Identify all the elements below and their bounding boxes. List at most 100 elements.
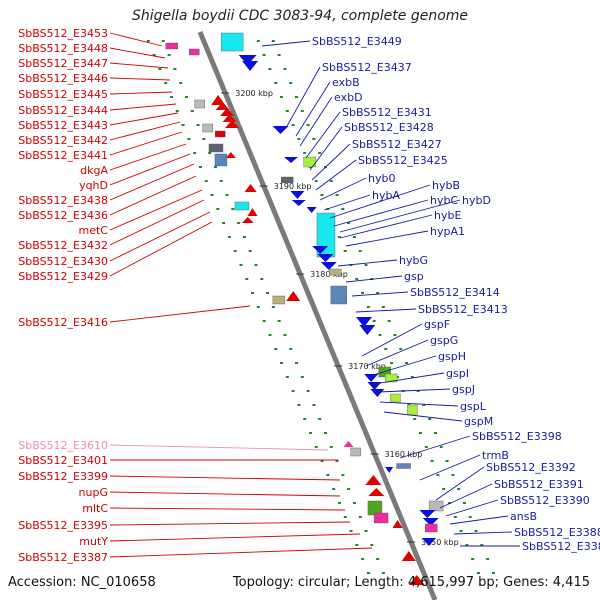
track-tick-3 (341, 208, 345, 210)
leader-line (355, 308, 417, 313)
gene-feature-plus (422, 518, 439, 526)
gene-label-SbBS512_E3449: SbBS512_E3449 (312, 35, 402, 48)
gene-label-SbBS512_E3445: SbBS512_E3445 (18, 88, 108, 101)
track-tick-0 (326, 474, 330, 476)
gene-feature-plus (329, 268, 342, 276)
track-tick-3 (462, 502, 466, 504)
gene-feature-minus (286, 291, 301, 301)
track-tick-2 (320, 194, 324, 196)
gene-feature-plus (359, 325, 376, 335)
gene-label-SbBS512_E3453: SbBS512_E3453 (18, 27, 108, 40)
track-tick-2 (361, 292, 365, 294)
gene-label-hybC: hybC (430, 194, 458, 207)
track-tick-2 (465, 544, 469, 546)
leader-line (419, 454, 481, 481)
gene-feature-minus (408, 575, 425, 585)
gene-label-SbBS512_E3414: SbBS512_E3414 (410, 286, 500, 299)
gene-feature-plus (407, 404, 418, 416)
track-tick-0 (198, 166, 202, 168)
gene-feature-minus (194, 99, 205, 109)
track-tick-3 (399, 348, 403, 350)
gene-label-gspF: gspF (424, 318, 450, 331)
track-tick-1 (335, 460, 339, 462)
track-tick-3 (433, 432, 437, 434)
gene-label-SbBS512_E3392: SbBS512_E3392 (486, 461, 576, 474)
leader-line (109, 211, 211, 262)
gene-feature-minus (392, 520, 403, 528)
leader-line (361, 323, 423, 357)
track-tick-1 (329, 446, 333, 448)
gene-label-SbBS512_E3441: SbBS512_E3441 (18, 149, 108, 162)
gene-label-SbBS512_E3390: SbBS512_E3390 (500, 494, 590, 507)
leader-line (109, 131, 183, 156)
gene-label-SbBS512_E3446: SbBS512_E3446 (18, 72, 108, 85)
accession-text: Accession: NC_010658 (8, 575, 156, 590)
leader-line (373, 372, 445, 385)
track-tick-1 (248, 250, 252, 252)
track-tick-2 (476, 572, 480, 574)
leader-line (109, 444, 329, 451)
gene-feature-minus (165, 42, 178, 50)
gene-feature-minus (220, 108, 235, 116)
gene-label-gspL: gspL (460, 400, 487, 413)
gene-label-SbBS512_E3436: SbBS512_E3436 (18, 209, 108, 222)
gene-feature-plus (238, 55, 257, 65)
gene-feature-minus (244, 184, 257, 192)
track-tick-1 (358, 516, 362, 518)
track-tick-3 (277, 54, 281, 56)
track-tick-1 (167, 54, 171, 56)
leader-line (109, 163, 195, 201)
track-tick-0 (337, 502, 341, 504)
gene-label-SbBS512_E3425: SbBS512_E3425 (358, 154, 448, 167)
track-tick-1 (277, 320, 281, 322)
track-tick-0 (291, 390, 295, 392)
track-tick-0 (245, 278, 249, 280)
position-label: 3190 kbp (274, 182, 312, 191)
gene-label-gsp: gsp (404, 270, 424, 283)
gene-feature-minus (189, 48, 200, 56)
gene-feature-plus (390, 393, 401, 403)
track-tick-3 (312, 138, 316, 140)
leader-line (109, 91, 173, 95)
map-title: Shigella boydii CDC 3083-94, complete ge… (131, 8, 469, 24)
track-tick-2 (453, 516, 457, 518)
track-tick-3 (381, 306, 385, 308)
track-tick-2 (430, 460, 434, 462)
leader-line (285, 66, 321, 129)
track-tick-1 (254, 264, 258, 266)
leader-line (351, 291, 409, 297)
gene-feature-plus (419, 510, 436, 518)
track-tick-1 (260, 278, 264, 280)
track-tick-2 (274, 82, 278, 84)
gene-feature-plus (384, 373, 398, 383)
leader-line (109, 521, 351, 526)
track-tick-2 (384, 348, 388, 350)
topology-summary: Topology: circular; Length: 4,615,997 bp… (232, 575, 590, 590)
track-tick-0 (175, 110, 179, 112)
gene-label-exbD: exbD (334, 91, 363, 104)
track-tick-1 (352, 502, 356, 504)
gene-feature-plus (370, 389, 385, 397)
leader-line (399, 435, 471, 459)
track-tick-0 (239, 264, 243, 266)
gene-label-exbB: exbB (332, 76, 360, 89)
leader-line (339, 214, 433, 239)
gene-feature-minus (222, 114, 237, 122)
gene-label-SbBS512_E3428: SbBS512_E3428 (344, 121, 434, 134)
leader-line (329, 184, 431, 219)
gene-feature-plus (428, 500, 444, 512)
gene-feature-plus (396, 463, 411, 469)
track-tick-2 (413, 418, 417, 420)
track-tick-0 (349, 530, 353, 532)
leader-line (109, 47, 166, 59)
track-tick-2 (262, 54, 266, 56)
gene-feature-minus (214, 153, 228, 167)
track-tick-1 (161, 40, 165, 42)
gene-label-SbBS512_E3391: SbBS512_E3391 (494, 478, 584, 491)
track-tick-3 (364, 264, 368, 266)
leader-line (333, 199, 429, 227)
track-tick-2 (459, 530, 463, 532)
leader-line (337, 259, 398, 267)
gene-label-gspI: gspI (446, 367, 469, 380)
gene-label-gspJ: gspJ (452, 383, 475, 396)
